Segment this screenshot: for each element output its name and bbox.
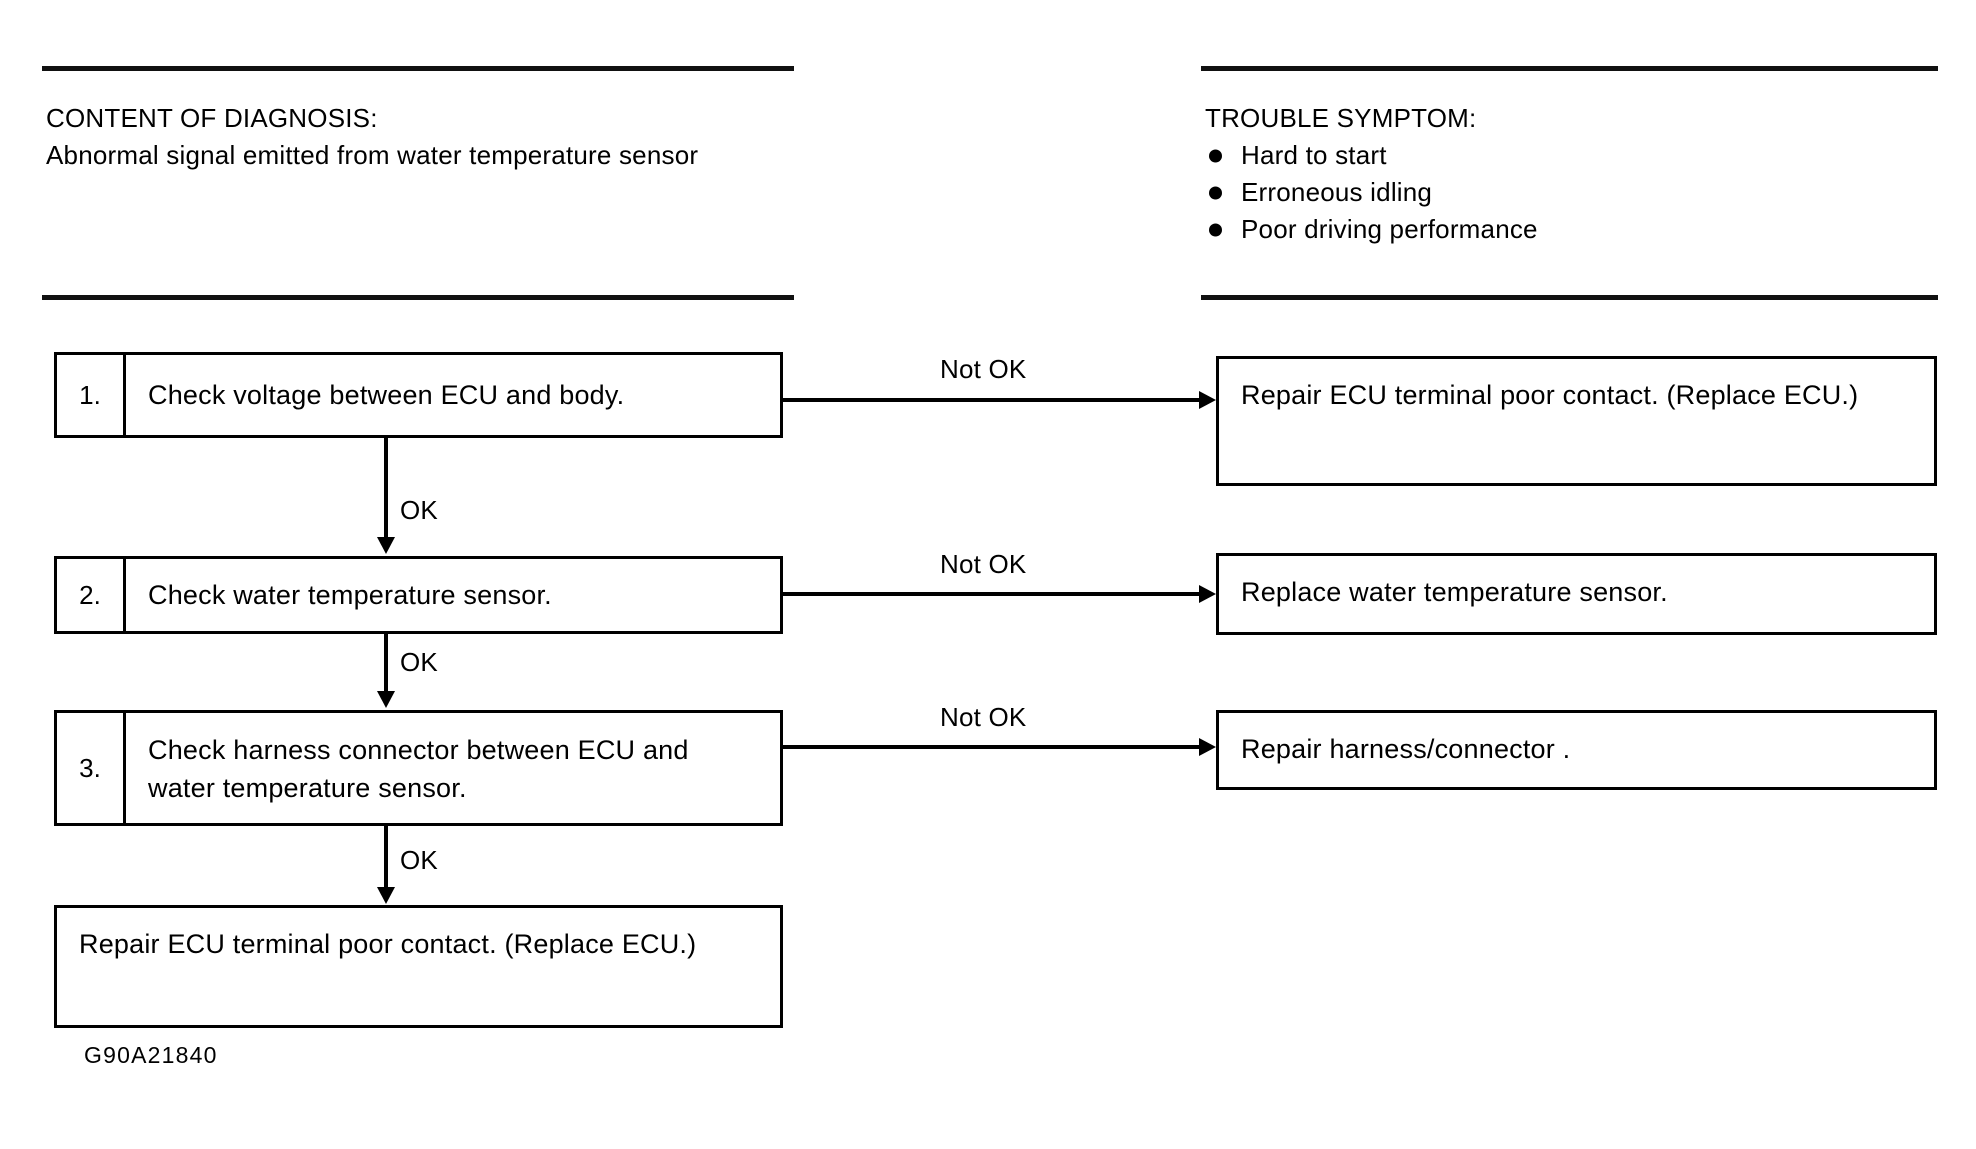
step-box-1: 1. Check voltage between ECU and body.: [54, 352, 783, 438]
content-of-diagnosis-text: Abnormal signal emitted from water tempe…: [46, 140, 699, 170]
ok-line-2: [384, 634, 388, 692]
final-outcome-text: Repair ECU terminal poor contact. (Repla…: [79, 929, 697, 959]
branch-arrowhead-2: [1199, 585, 1216, 603]
ok-label-2: OK: [400, 647, 438, 677]
list-item: Hard to start: [1205, 137, 1925, 174]
ok-label-3: OK: [400, 845, 438, 875]
trouble-symptom-item-label: Erroneous idling: [1241, 177, 1433, 207]
ok-arrowhead-1: [377, 537, 395, 554]
bullet-icon: [1209, 149, 1222, 162]
branch-line-1: [783, 398, 1203, 402]
list-item: Erroneous idling: [1205, 174, 1925, 211]
ok-arrowhead-2: [377, 691, 395, 708]
final-outcome-box: Repair ECU terminal poor contact. (Repla…: [54, 905, 783, 1028]
header-rule-left-top: [42, 66, 794, 71]
ok-label-1: OK: [400, 495, 438, 525]
step-box-2: 2. Check water temperature sensor.: [54, 556, 783, 634]
step-text-3: Check harness connector between ECU and …: [148, 735, 689, 803]
list-item: Poor driving performance: [1205, 211, 1925, 248]
content-of-diagnosis-title: CONTENT OF DIAGNOSIS:: [46, 103, 378, 133]
branch-arrowhead-1: [1199, 391, 1216, 409]
step-text-1: Check voltage between ECU and body.: [148, 380, 625, 410]
header-rule-right-bottom: [1201, 295, 1938, 300]
figure-id: G90A21840: [84, 1042, 218, 1068]
trouble-symptom-title: TROUBLE SYMPTOM:: [1205, 103, 1477, 133]
result-box-3: Repair harness/connector .: [1216, 710, 1937, 790]
bullet-icon: [1209, 223, 1222, 236]
branch-label-2: Not OK: [940, 549, 1027, 579]
header-rule-left-bottom: [42, 295, 794, 300]
branch-line-3: [783, 745, 1203, 749]
branch-label-1: Not OK: [940, 354, 1027, 384]
result-text-2: Replace water temperature sensor.: [1241, 577, 1668, 607]
step-number-3: 3.: [57, 713, 126, 823]
ok-line-1: [384, 438, 388, 538]
result-box-1: Repair ECU terminal poor contact. (Repla…: [1216, 356, 1937, 486]
ok-arrowhead-3: [377, 887, 395, 904]
branch-arrowhead-3: [1199, 738, 1216, 756]
step-number-2: 2.: [57, 559, 126, 631]
content-of-diagnosis-block: CONTENT OF DIAGNOSIS: Abnormal signal em…: [46, 100, 766, 174]
trouble-symptom-block: TROUBLE SYMPTOM: Hard to start Erroneous…: [1205, 100, 1925, 248]
step-box-3: 3. Check harness connector between ECU a…: [54, 710, 783, 826]
ok-line-3: [384, 826, 388, 888]
bullet-icon: [1209, 186, 1222, 199]
result-text-3: Repair harness/connector .: [1241, 734, 1571, 764]
branch-label-3: Not OK: [940, 702, 1027, 732]
result-text-1: Repair ECU terminal poor contact. (Repla…: [1241, 380, 1859, 410]
result-box-2: Replace water temperature sensor.: [1216, 553, 1937, 635]
step-text-2: Check water temperature sensor.: [148, 580, 552, 610]
trouble-symptom-item-label: Poor driving performance: [1241, 214, 1538, 244]
trouble-symptom-list: Hard to start Erroneous idling Poor driv…: [1205, 137, 1925, 248]
branch-line-2: [783, 592, 1203, 596]
trouble-symptom-item-label: Hard to start: [1241, 140, 1387, 170]
step-number-1: 1.: [57, 355, 126, 435]
header-rule-right-top: [1201, 66, 1938, 71]
